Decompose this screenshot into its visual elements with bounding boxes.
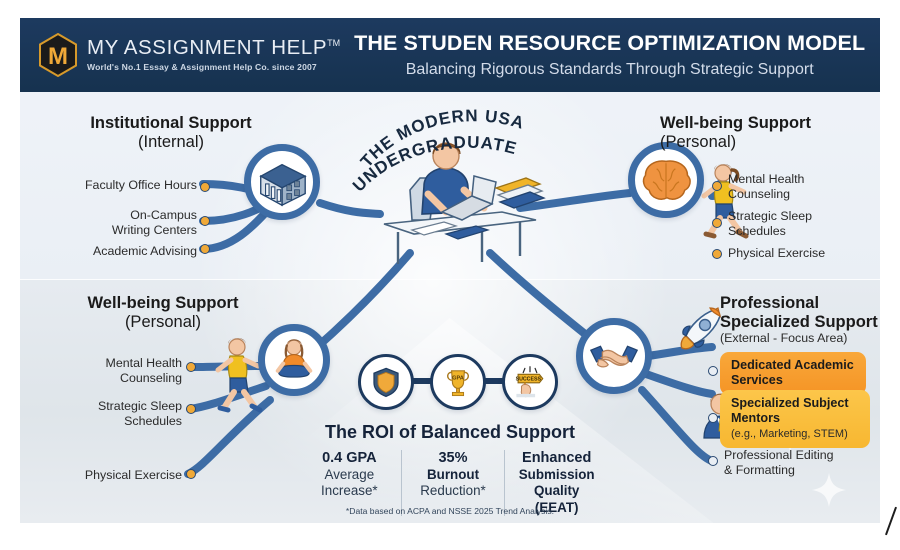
success-sign-icon: SUCCESS (516, 366, 544, 398)
svg-text:M: M (48, 43, 68, 70)
student-at-desk-illustration (350, 116, 550, 266)
hub-institutional[interactable] (244, 144, 320, 220)
quadrant-title-institutional: Institutional Support (Internal) (66, 114, 276, 153)
poster-subtitle: Balancing Rigorous Standards Through Str… (405, 61, 814, 78)
hub-wellbeing-bottom[interactable] (258, 324, 330, 396)
leaf-physical-exercise-bottom[interactable]: Physical Exercise (40, 468, 182, 483)
wellbeing-bottom-title: Well-being Support (87, 294, 239, 312)
connector-dot (186, 469, 196, 479)
shield-icon (373, 367, 399, 398)
badge-sublabel: (e.g., Marketing, STEM) (731, 428, 848, 441)
poster-title: THE STUDEN RESOURCE OPTIMIZATION MODEL (354, 31, 866, 55)
professional-title-line1: Professional (720, 294, 820, 312)
connector-dot (200, 244, 210, 254)
meditation-yoga-icon (275, 339, 313, 378)
connector-dot (708, 456, 718, 466)
svg-text:SUCCESS: SUCCESS (516, 376, 542, 382)
university-building-icon (259, 163, 307, 207)
stat-line2: Burnout (426, 467, 480, 483)
wellbeing-top-subtitle: (Personal) (660, 133, 737, 152)
wellbeing-bottom-subtitle: (Personal) (124, 313, 202, 332)
wellbeing-top-title: Well-being Support (660, 114, 811, 132)
leaf-faculty-office-hours[interactable]: Faculty Office Hours (40, 178, 197, 193)
professional-subtitle: (External - Focus Area) (720, 331, 848, 345)
handshake-icon (589, 345, 639, 368)
institutional-subtitle: (Internal) (137, 133, 205, 152)
band-divider (20, 279, 880, 280)
stat-value: 0.4 GPA (322, 450, 377, 466)
leaf-professional-editing-formatting[interactable]: Professional Editing& Formatting (724, 448, 880, 478)
center-arc-label: THE MODERN USA UNDERGRADUATE (349, 106, 580, 198)
runner-illustration-bottom (206, 330, 268, 422)
trophy-gpa-icon: GPA (446, 370, 470, 397)
institutional-title: Institutional Support (90, 114, 252, 132)
leaf-label: Professional Editing& Formatting (724, 448, 834, 478)
poster-canvas: THE MODERN USA UNDERGRADUATE (20, 18, 880, 523)
stat-line3: Increase* (321, 483, 378, 499)
stat-line2: Submission (518, 467, 595, 483)
brand-lockup[interactable]: M MY ASSIGNMENT HELPTM World's No.1 Essa… (38, 32, 341, 78)
leaf-academic-advising[interactable]: Academic Advising (40, 244, 197, 259)
brand-trademark: TM (327, 38, 341, 49)
watermark-slash (884, 506, 898, 536)
brain-icon (642, 160, 691, 200)
roi-title: The ROI of Balanced Support (324, 422, 575, 442)
header-bar: M MY ASSIGNMENT HELPTM World's No.1 Essa… (20, 18, 880, 92)
leaf-label: Physical Exercise (728, 246, 826, 260)
leaf-label: Physical Exercise (84, 468, 182, 482)
connector-dot (708, 366, 718, 376)
sparkle-decoration-1 (812, 473, 846, 512)
stat-line2: Average (324, 467, 375, 483)
stat-value: 35% (438, 450, 468, 466)
stat-value: Enhanced (522, 450, 592, 466)
brand-tagline: World's No.1 Essay & Assignment Help Co.… (87, 61, 317, 72)
connector-dot (186, 362, 196, 372)
quadrant-title-wellbeing-bottom: Well-being Support (Personal) (56, 294, 270, 333)
connector-dot (186, 404, 196, 414)
leaf-physical-exercise-top[interactable]: Physical Exercise (728, 246, 878, 261)
leaf-label: Academic Advising (93, 244, 197, 258)
roi-footnote: *Data based on ACPA and NSSE 2025 Trend … (345, 506, 555, 516)
rocket-icon (674, 304, 726, 356)
svg-text:GPA: GPA (452, 376, 464, 382)
connector-dot (712, 218, 722, 228)
roi-icon-success: SUCCESS (502, 354, 558, 410)
stat-line3: Reduction* (420, 483, 486, 499)
connector-dot (712, 249, 722, 259)
hub-professional[interactable] (576, 318, 652, 394)
logo-hexagon-icon: M (38, 32, 78, 78)
brand-name: MY ASSIGNMENT HELP (87, 36, 328, 60)
professional-title-line2: Specialized Support (720, 312, 878, 331)
connector-dot (712, 181, 722, 191)
header-titles: THE STUDEN RESOURCE OPTIMIZATION MODEL B… (354, 31, 865, 79)
connector-dot (200, 216, 210, 226)
leaf-label: Faculty Office Hours (84, 178, 197, 192)
roi-icon-shield (358, 354, 414, 410)
roi-icon-trophy: GPA (430, 354, 486, 410)
quadrant-title-wellbeing-top: Well-being Support (Personal) (660, 114, 880, 153)
connector-dot (200, 182, 210, 192)
quadrant-title-professional: Professional Specialized Support (720, 294, 880, 332)
hub-wellbeing-top[interactable] (628, 142, 704, 218)
